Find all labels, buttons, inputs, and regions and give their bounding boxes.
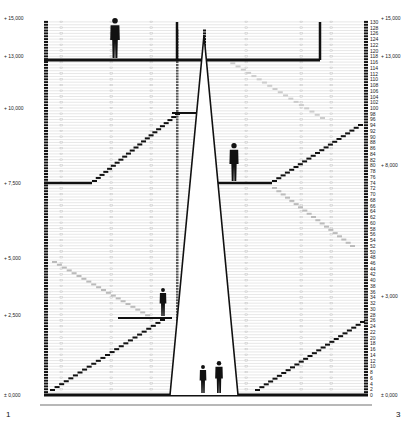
row-number: 66 <box>370 203 376 209</box>
row-number: 50 <box>370 249 376 255</box>
row-number: 42 <box>370 271 376 277</box>
row-number: 118 <box>370 53 378 59</box>
row-number: 82 <box>370 157 376 163</box>
row-number: 44 <box>370 266 376 272</box>
row-number: 30 <box>370 306 376 312</box>
stair <box>225 59 325 119</box>
row-number: 8 <box>370 369 373 375</box>
row-number: 36 <box>370 289 376 295</box>
floor <box>40 22 372 405</box>
row-number: 48 <box>370 254 376 260</box>
row-number: 128 <box>370 25 378 31</box>
row-number: 10 <box>370 363 376 369</box>
row-number: 80 <box>370 162 376 168</box>
row-number: 40 <box>370 277 376 283</box>
row-number: 34 <box>370 294 376 300</box>
elevation-label: + 15,000 <box>4 15 24 21</box>
row-number: 108 <box>370 82 378 88</box>
row-number: 16 <box>370 346 376 352</box>
row-number: 58 <box>370 226 376 232</box>
row-number: 116 <box>370 59 378 65</box>
row-number: 112 <box>370 71 378 77</box>
row-number: 70 <box>370 191 376 197</box>
elevation-label: + 5,000 <box>4 255 21 261</box>
elevation-label: + 15,000 <box>381 15 401 21</box>
row-number: 54 <box>370 237 376 243</box>
row-number: 64 <box>370 208 376 214</box>
row-number: 20 <box>370 335 376 341</box>
row-number: 104 <box>370 94 378 100</box>
row-number: 114 <box>370 65 378 71</box>
row-number: 24 <box>370 323 376 329</box>
row-number: 4 <box>370 381 373 387</box>
void-outline <box>170 35 238 395</box>
row-number: 52 <box>370 243 376 249</box>
row-number: 76 <box>370 174 376 180</box>
stair <box>272 124 363 182</box>
person-silhouette <box>200 365 207 393</box>
row-number: 6 <box>370 375 373 381</box>
slats <box>44 21 368 396</box>
elevation-label: + 3,000 <box>381 293 398 299</box>
row-number: 2 <box>370 386 373 392</box>
row-number: 122 <box>370 42 378 48</box>
row-number: 126 <box>370 30 378 36</box>
row-number: 84 <box>370 151 376 157</box>
row-number: 72 <box>370 185 376 191</box>
row-number: 74 <box>370 180 376 186</box>
row-number: 26 <box>370 317 376 323</box>
grid-axis-label: 1 <box>6 410 10 419</box>
elevation-label: + 8,000 <box>381 162 398 168</box>
stair <box>92 113 180 182</box>
row-number: 68 <box>370 197 376 203</box>
elevation-label: ± 0,000 <box>381 392 398 398</box>
elevation-label: + 10,000 <box>4 105 24 111</box>
row-number: 56 <box>370 231 376 237</box>
stair <box>52 261 155 319</box>
row-number: 130 <box>370 19 378 25</box>
row-number: 86 <box>370 145 376 151</box>
stair <box>50 319 165 391</box>
elevation-label: + 13,000 <box>381 53 401 59</box>
row-number: 100 <box>370 105 378 111</box>
person-silhouette <box>215 361 223 393</box>
person-silhouette <box>110 18 120 58</box>
row-number: 62 <box>370 214 376 220</box>
row-number: 12 <box>370 358 376 364</box>
elevation-label: + 2,500 <box>4 312 21 318</box>
row-number: 90 <box>370 134 376 140</box>
person-silhouette <box>229 143 238 181</box>
row-number: 0 <box>370 392 373 398</box>
row-number: 92 <box>370 128 376 134</box>
row-number: 88 <box>370 139 376 145</box>
row-number: 110 <box>370 76 378 82</box>
row-number: 60 <box>370 220 376 226</box>
row-number: 120 <box>370 48 378 54</box>
row-number: 96 <box>370 116 376 122</box>
row-number: 32 <box>370 300 376 306</box>
row-number: 78 <box>370 168 376 174</box>
row-number: 94 <box>370 122 376 128</box>
row-number: 98 <box>370 111 376 117</box>
row-number: 46 <box>370 260 376 266</box>
stair <box>272 187 355 247</box>
elevation-label: + 13,000 <box>4 53 24 59</box>
row-number: 106 <box>370 88 378 94</box>
row-number: 14 <box>370 352 376 358</box>
elevation-label: + 7,500 <box>4 180 21 186</box>
row-number: 102 <box>370 99 378 105</box>
row-number: 28 <box>370 312 376 318</box>
row-number: 38 <box>370 283 376 289</box>
stair <box>255 321 365 391</box>
row-number: 18 <box>370 340 376 346</box>
row-number: 124 <box>370 36 378 42</box>
row-number: 22 <box>370 329 376 335</box>
grid-axis-label: 3 <box>396 410 400 419</box>
elevation-label: ± 0,000 <box>4 392 21 398</box>
person-silhouette <box>160 288 167 316</box>
